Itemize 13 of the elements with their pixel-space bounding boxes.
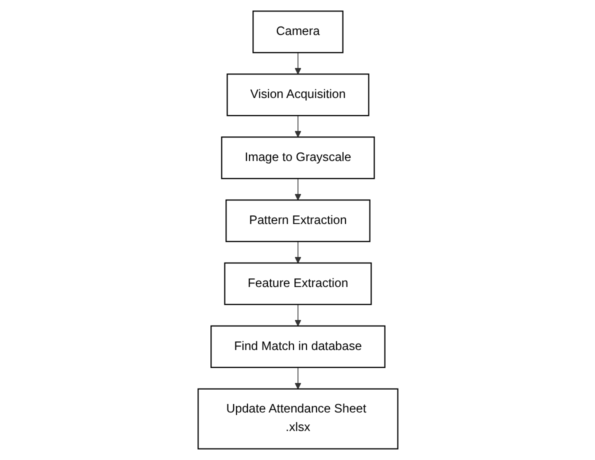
arrow bbox=[294, 241, 301, 264]
arrow bbox=[294, 367, 301, 390]
node-box: Find Match in database bbox=[210, 325, 385, 368]
node-box: Update Attendance Sheet .xlsx bbox=[197, 388, 398, 450]
arrow bbox=[294, 178, 301, 200]
arrow bbox=[294, 115, 301, 138]
node-box: Feature Extraction bbox=[224, 262, 372, 306]
node-box: Image to Grayscale bbox=[220, 136, 374, 180]
arrow bbox=[294, 304, 301, 326]
node-box: Camera bbox=[252, 10, 343, 54]
node-box: Pattern Extraction bbox=[225, 199, 370, 242]
arrow bbox=[294, 52, 301, 74]
node-box: Vision Acquisition bbox=[226, 74, 369, 116]
